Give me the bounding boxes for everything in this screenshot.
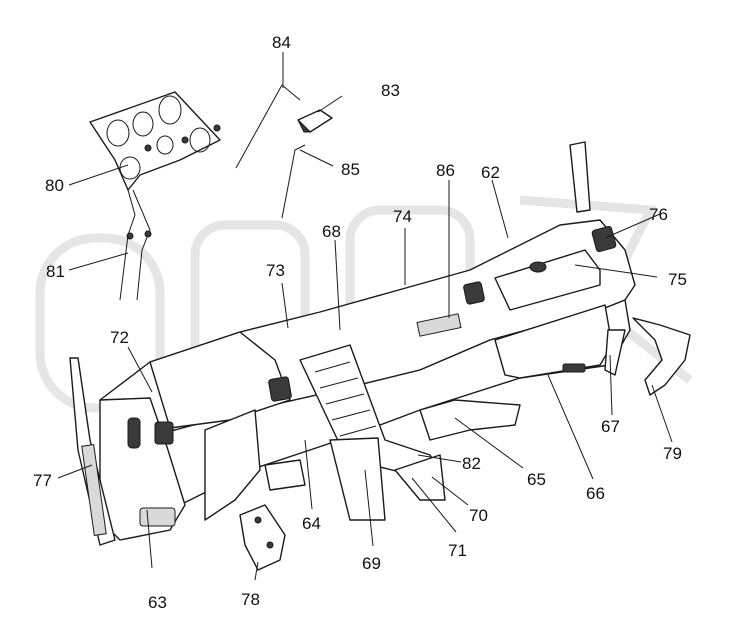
- callout-76: 76: [649, 205, 668, 224]
- cable-assembly: [119, 189, 152, 301]
- wire-bracket: [281, 144, 306, 219]
- control-rod: [235, 84, 301, 169]
- right-mounting-bracket: [632, 317, 691, 396]
- callout-77: 77: [33, 471, 52, 490]
- callout-83: 83: [381, 81, 400, 100]
- callout-81: 81: [46, 262, 65, 281]
- callout-65: 65: [527, 470, 546, 489]
- callout-84: 84: [272, 33, 291, 52]
- callout-66: 66: [586, 484, 605, 503]
- callout-85: 85: [341, 160, 360, 179]
- callout-63: 63: [148, 593, 167, 612]
- callout-labels: 84 83 85 86 62 74 76 75 68 73 72 80 81 7…: [33, 33, 687, 612]
- dashboard-body: [99, 219, 636, 541]
- callout-71: 71: [448, 541, 467, 560]
- callout-69: 69: [362, 554, 381, 573]
- callout-75: 75: [668, 270, 687, 289]
- callout-68: 68: [322, 222, 341, 241]
- callout-86: 86: [436, 161, 455, 180]
- callout-80: 80: [45, 176, 64, 195]
- callout-72: 72: [110, 328, 129, 347]
- callout-70: 70: [469, 506, 488, 525]
- callout-78: 78: [241, 590, 260, 609]
- callout-79: 79: [663, 444, 682, 463]
- callout-62: 62: [481, 163, 500, 182]
- callout-73: 73: [266, 261, 285, 280]
- connector-fitting: [297, 109, 333, 133]
- lower-bracket: [239, 504, 286, 571]
- instrument-cluster-plate: [89, 91, 221, 191]
- callout-74: 74: [393, 207, 412, 226]
- callout-67: 67: [601, 417, 620, 436]
- callout-64: 64: [302, 514, 321, 533]
- callout-82: 82: [462, 454, 481, 473]
- left-side-trim: [69, 357, 116, 546]
- leader-lines: [57, 52, 673, 581]
